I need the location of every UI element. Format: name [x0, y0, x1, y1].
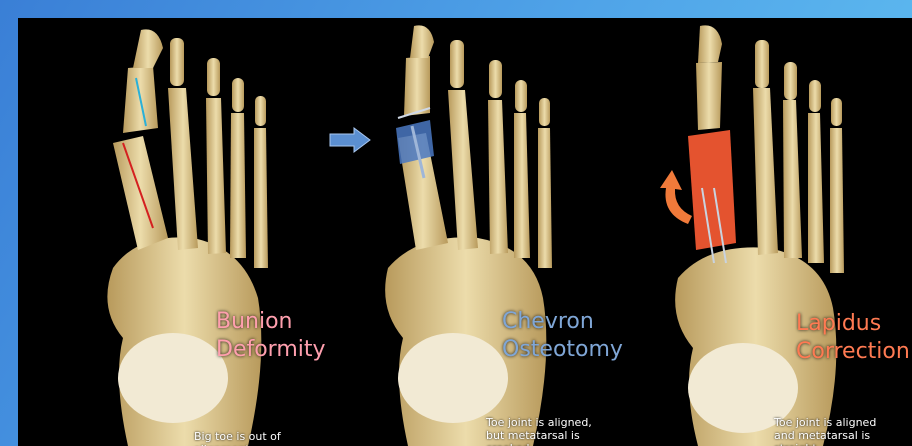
panel-bunion-deformity: Bunion Deformity Big toe is out of align…: [18, 18, 318, 446]
title-bunion-deformity: Bunion Deformity: [216, 308, 326, 364]
title-line-2: Osteotomy: [502, 336, 623, 364]
title-chevron-osteotomy: Chevron Osteotomy: [502, 308, 623, 364]
title-lapidus-correction: Lapidus Correction: [796, 310, 910, 366]
title-line-2: Deformity: [216, 336, 326, 364]
caption-bunion: Big toe is out of alignment: [194, 430, 318, 446]
title-line-1: Chevron: [502, 308, 623, 336]
curved-arrow-icon: [658, 168, 698, 226]
caption-line-1: Toe joint is aligned,: [486, 416, 618, 429]
caption-line-1: Big toe is out of alignment: [194, 430, 318, 446]
image-frame: Bunion Deformity Big toe is out of align…: [18, 18, 912, 446]
title-line-1: Bunion: [216, 308, 326, 336]
title-line-1: Lapidus: [796, 310, 910, 338]
foot-skeleton-illustration: [618, 18, 912, 446]
caption-line-2: but metatarsal is crooked: [486, 429, 618, 446]
foot-skeleton-illustration: [18, 18, 318, 446]
caption-line-1: Toe joint is aligned: [774, 416, 912, 429]
title-line-2: Correction: [796, 338, 910, 366]
panel-lapidus-correction: Lapidus Correction Toe joint is aligned …: [618, 18, 912, 446]
panel-chevron-osteotomy: Chevron Osteotomy Toe joint is aligned, …: [318, 18, 618, 446]
caption-chevron: Toe joint is aligned, but metatarsal is …: [486, 416, 618, 446]
caption-lapidus: Toe joint is aligned and metatarsal is s…: [774, 416, 912, 446]
caption-line-2: and metatarsal is straight: [774, 429, 912, 446]
foot-skeleton-illustration: [318, 18, 618, 446]
